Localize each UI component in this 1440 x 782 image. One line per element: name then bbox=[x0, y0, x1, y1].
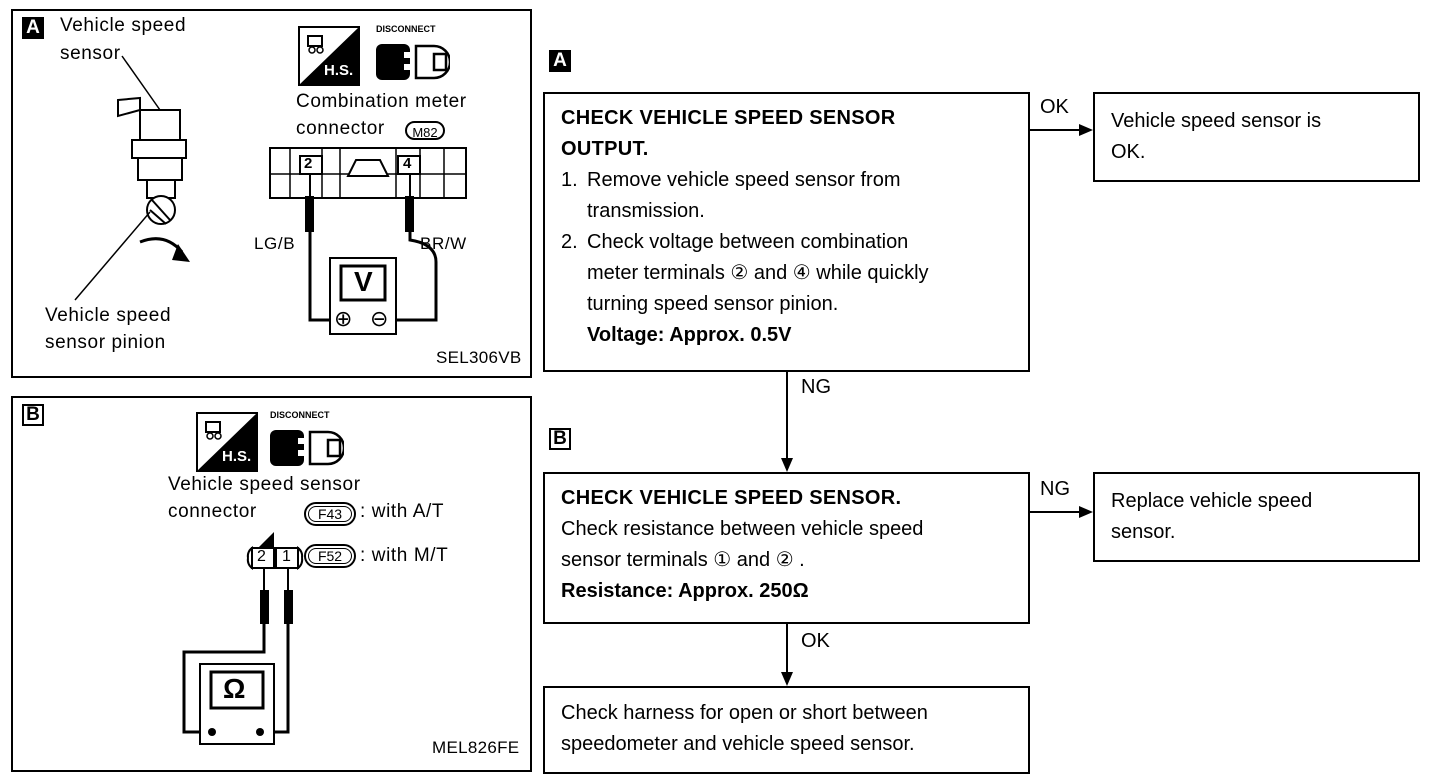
hs-icon bbox=[298, 26, 360, 86]
terminal-left-label: 2 bbox=[304, 155, 313, 172]
pinion-label-line1: Vehicle speed bbox=[45, 305, 172, 326]
step-b-title: CHECK VEHICLE SPEED SENSOR. bbox=[561, 487, 902, 509]
terminal-right-label: 4 bbox=[403, 155, 412, 172]
panel-b-tag: B bbox=[22, 404, 44, 426]
ok-a-result-line1: Vehicle speed sensor is bbox=[1111, 110, 1322, 132]
ng-b-result-box: Replace vehicle speed sensor. bbox=[1093, 472, 1420, 562]
step-a-item2-num: 2. bbox=[561, 231, 578, 253]
code-at-suffix: : with A/T bbox=[360, 501, 445, 522]
code-mt-badge: F52 bbox=[304, 544, 356, 568]
ok-a-result-box: Vehicle speed sensor is OK. bbox=[1093, 92, 1420, 182]
pinion-label-line2: sensor pinion bbox=[45, 332, 166, 353]
figure-code-b: MEL826FE bbox=[432, 738, 520, 757]
sensor-connector-label-line2: connector bbox=[168, 501, 257, 522]
ng-b-result-line1: Replace vehicle speed bbox=[1111, 490, 1313, 512]
step-a-title-1: CHECK VEHICLE SPEED SENSOR bbox=[561, 107, 896, 129]
step-a-item1-num: 1. bbox=[561, 169, 578, 191]
step-a-item1-line1: Remove vehicle speed sensor from bbox=[587, 169, 901, 191]
minus-terminal: ⊖ bbox=[370, 306, 389, 331]
voltmeter-symbol: V bbox=[354, 266, 373, 297]
disconnect-label-b: DISCONNECT bbox=[270, 410, 330, 420]
ng-b-result-line2: sensor. bbox=[1111, 521, 1176, 543]
final-line2: speedometer and vehicle speed sensor. bbox=[561, 733, 915, 755]
terminal-2-label: 2 bbox=[257, 548, 266, 565]
hs-icon-b bbox=[196, 412, 258, 472]
connector-code: M82 bbox=[412, 125, 438, 140]
code-at: F43 bbox=[317, 506, 343, 522]
step-b-box: CHECK VEHICLE SPEED SENSOR. Check resist… bbox=[543, 472, 1030, 624]
ng-b-label: NG bbox=[1040, 478, 1070, 500]
code-mt: F52 bbox=[317, 548, 343, 564]
step-a-item2-line3: turning speed sensor pinion. bbox=[587, 293, 839, 315]
terminal-1-label: 1 bbox=[282, 548, 291, 565]
hs-label-b: H.S. bbox=[222, 448, 252, 465]
disconnect-icon bbox=[374, 38, 450, 86]
ohmmeter-symbol: Ω bbox=[223, 673, 246, 704]
final-box: Check harness for open or short between … bbox=[543, 686, 1030, 774]
ok-a-label: OK bbox=[1040, 96, 1069, 118]
panel-a-tag: A bbox=[22, 17, 44, 39]
figure-code-a: SEL306VB bbox=[436, 348, 522, 367]
connector-label-line1: Combination meter bbox=[296, 91, 467, 112]
step-a-item1: 1. Remove vehicle speed sensor from bbox=[561, 165, 1012, 196]
step-a-tag: A bbox=[549, 50, 571, 72]
step-b-spec: Resistance: Approx. 250Ω bbox=[561, 580, 809, 602]
connector-label-line2: connector bbox=[296, 118, 385, 139]
disconnect-icon-b bbox=[268, 424, 344, 472]
wire-right-label: BR/W bbox=[420, 234, 467, 253]
ok-a-result-line2: OK. bbox=[1111, 141, 1146, 163]
step-a-item1-line2: transmission. bbox=[587, 200, 705, 222]
ok-b-label: OK bbox=[801, 630, 830, 652]
step-a-item2: 2. Check voltage between combination bbox=[561, 227, 1012, 258]
step-b-line1: Check resistance between vehicle speed bbox=[561, 518, 924, 540]
ng-a-label: NG bbox=[801, 376, 831, 398]
disconnect-label: DISCONNECT bbox=[376, 24, 436, 34]
sensor-connector-label-line1: Vehicle speed sensor bbox=[168, 474, 361, 495]
step-a-item2-line2: meter terminals ② and ④ while quickly bbox=[587, 262, 929, 284]
step-a-item2-line1: Check voltage between combination bbox=[587, 231, 909, 253]
step-b-line2: sensor terminals ① and ② . bbox=[561, 549, 805, 571]
panel-b bbox=[11, 396, 532, 772]
plus-terminal: ⊕ bbox=[334, 306, 353, 331]
step-b-tag: B bbox=[549, 428, 571, 450]
step-a-box: CHECK VEHICLE SPEED SENSOR OUTPUT. 1. Rem… bbox=[543, 92, 1030, 372]
code-mt-suffix: : with M/T bbox=[360, 545, 449, 566]
final-line1: Check harness for open or short between bbox=[561, 702, 928, 724]
sensor-label-line2: sensor bbox=[60, 43, 121, 64]
wire-left-label: LG/B bbox=[254, 234, 296, 253]
hs-label: H.S. bbox=[324, 62, 354, 79]
code-at-badge: F43 bbox=[304, 502, 356, 526]
connector-code-badge: M82 bbox=[405, 121, 445, 140]
sensor-label-line1: Vehicle speed bbox=[60, 15, 187, 36]
step-a-title-2: OUTPUT. bbox=[561, 138, 649, 160]
step-a-spec: Voltage: Approx. 0.5V bbox=[587, 324, 792, 346]
